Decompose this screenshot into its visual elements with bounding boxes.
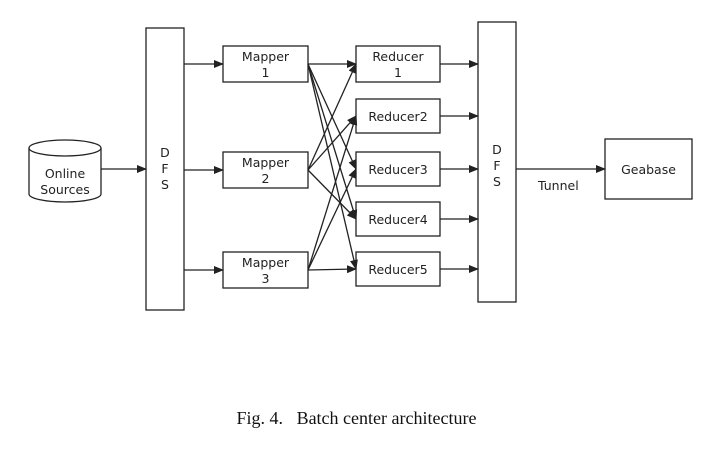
mapper-2-node: Mapper 2 [222, 151, 309, 189]
online-sources-node: Online Sources [28, 139, 102, 203]
online-sources-label-line1: Online [45, 166, 86, 181]
figure-title: Batch center architecture [296, 408, 477, 428]
mapper-3-label-line1: Mapper [242, 255, 290, 270]
mapper-1-label-line2: 1 [262, 65, 270, 80]
mapper-3-label-line2: 3 [262, 271, 270, 286]
mapper-2-label-line1: Mapper [242, 155, 290, 170]
reducer-3-node: Reducer3 [355, 151, 441, 187]
reducer-4-node: Reducer4 [355, 201, 441, 237]
reducer-5-node: Reducer5 [355, 251, 441, 287]
tunnel-label: Tunnel [537, 178, 579, 193]
reducer-1-label-line2: 1 [394, 65, 402, 80]
arrow-m2-r1 [307, 63, 357, 171]
reducer-1-node: Reducer 1 [355, 45, 441, 83]
reducer-5-label: Reducer5 [368, 262, 427, 277]
reducer-2-label: Reducer2 [368, 109, 427, 124]
dfs-right-letter-f: F [493, 158, 500, 173]
dfs-left-letter-s: S [161, 177, 169, 192]
arrow-m3-r3 [307, 168, 357, 271]
geabase-label: Geabase [621, 162, 676, 177]
arrow-m3-r2 [307, 115, 358, 271]
arrow-m3-r5 [307, 265, 357, 274]
dfs-right-letter-d: D [492, 142, 502, 157]
mapper-3-node: Mapper 3 [222, 251, 309, 289]
online-sources-label-line2: Sources [40, 182, 89, 197]
mapper-1-node: Mapper 1 [222, 45, 309, 83]
reducer-3-label: Reducer3 [368, 162, 427, 177]
arrow-m1-r4 [307, 63, 358, 220]
reducer-1-label-line1: Reducer [372, 49, 424, 64]
mapper-2-label-line2: 2 [262, 171, 270, 186]
arrow-m2-r2 [307, 115, 357, 171]
dfs-right-letter-s: S [493, 174, 501, 189]
mapper-1-label-line1: Mapper [242, 49, 290, 64]
dfs-left-node: D F S [145, 27, 185, 311]
figure-caption: Fig. 4. Batch center architecture [0, 408, 713, 429]
arrow-m1-r5 [307, 63, 358, 270]
reducer-2-node: Reducer2 [355, 98, 441, 134]
dfs-right-node: D F S [477, 21, 517, 303]
figure-number: Fig. 4. [236, 408, 284, 428]
dfs-left-letter-d: D [160, 145, 170, 160]
dfs-left-letter-f: F [161, 161, 168, 176]
reducer-4-label: Reducer4 [368, 212, 427, 227]
geabase-node: Geabase [604, 138, 693, 200]
connections [101, 60, 606, 274]
